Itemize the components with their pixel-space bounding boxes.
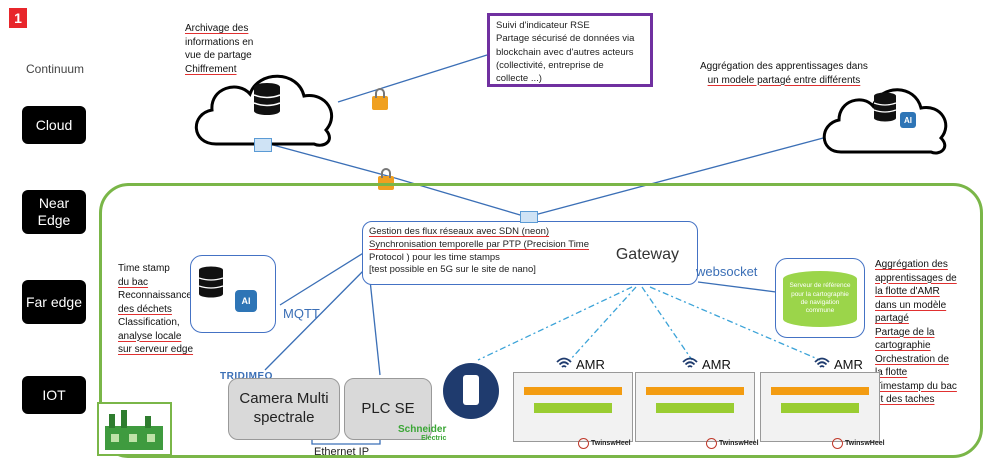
database-icon	[253, 83, 281, 115]
layer-near-edge: Near Edge	[22, 190, 86, 234]
layer-iot: IOT	[22, 376, 86, 414]
ethernet-ip-label: Ethernet IP	[314, 446, 370, 458]
chip-icon	[520, 211, 538, 223]
websocket-label: websocket	[696, 264, 758, 279]
twinswheel-logo: TwinswHeel	[578, 438, 631, 449]
phone-icon	[443, 363, 499, 419]
layer-far-edge: Far edge	[22, 280, 86, 324]
amr-card	[760, 372, 880, 442]
far-edge-note: Time stamp du bac Reconnaissance des déc…	[118, 263, 194, 355]
twinswheel-logo: TwinswHeel	[832, 438, 885, 449]
schneider-logo: Schneider Electric	[398, 424, 447, 443]
tridimeo-logo: TRIDIMEO	[220, 371, 273, 382]
edge-server-box: AI	[190, 255, 276, 333]
database-icon	[873, 92, 897, 122]
ai-brain-icon: AI	[900, 112, 916, 128]
factory-icon	[97, 402, 172, 456]
wifi-icon	[556, 356, 572, 375]
amr-label: AMR	[702, 357, 731, 372]
reference-server-box: Serveur de référence pour la cartographi…	[775, 258, 865, 338]
amr-label: AMR	[834, 357, 863, 372]
wifi-icon	[682, 356, 698, 375]
aggregation-note: Aggrégation des apprentissages dans un m…	[700, 61, 868, 86]
mqtt-label: MQTT	[283, 306, 320, 321]
continuum-label: Continuum	[26, 62, 85, 76]
fleet-note: Aggrégation des apprentissages de la flo…	[875, 259, 957, 405]
edge-region-border	[99, 183, 983, 458]
amr-card	[513, 372, 633, 442]
wifi-icon	[814, 356, 830, 375]
twinswheel-logo: TwinswHeel	[706, 438, 759, 449]
plc-se-box: PLC SE	[344, 378, 432, 440]
layer-cloud: Cloud	[22, 106, 86, 144]
slide-number-badge: 1	[9, 8, 27, 28]
cloud-archive-note: Archivage des informations en vue de par…	[185, 23, 254, 75]
amr-label: AMR	[576, 357, 605, 372]
lock-icon	[372, 88, 388, 110]
gateway-title: Gateway	[615, 246, 679, 263]
amr-card	[635, 372, 755, 442]
chip-icon	[254, 138, 272, 152]
reference-server-cylinder: Serveur de référence pour la cartographi…	[783, 271, 857, 327]
rse-indicator-box: Suivi d'indicateur RSE Partage sécurisé …	[487, 13, 653, 87]
ai-brain-icon: AI	[235, 290, 257, 312]
gateway-box: Gestion des flux réseaux avec SDN (neon)…	[362, 221, 698, 285]
database-icon	[198, 266, 224, 298]
camera-multispectral-box: Camera Multi spectrale	[228, 378, 340, 440]
